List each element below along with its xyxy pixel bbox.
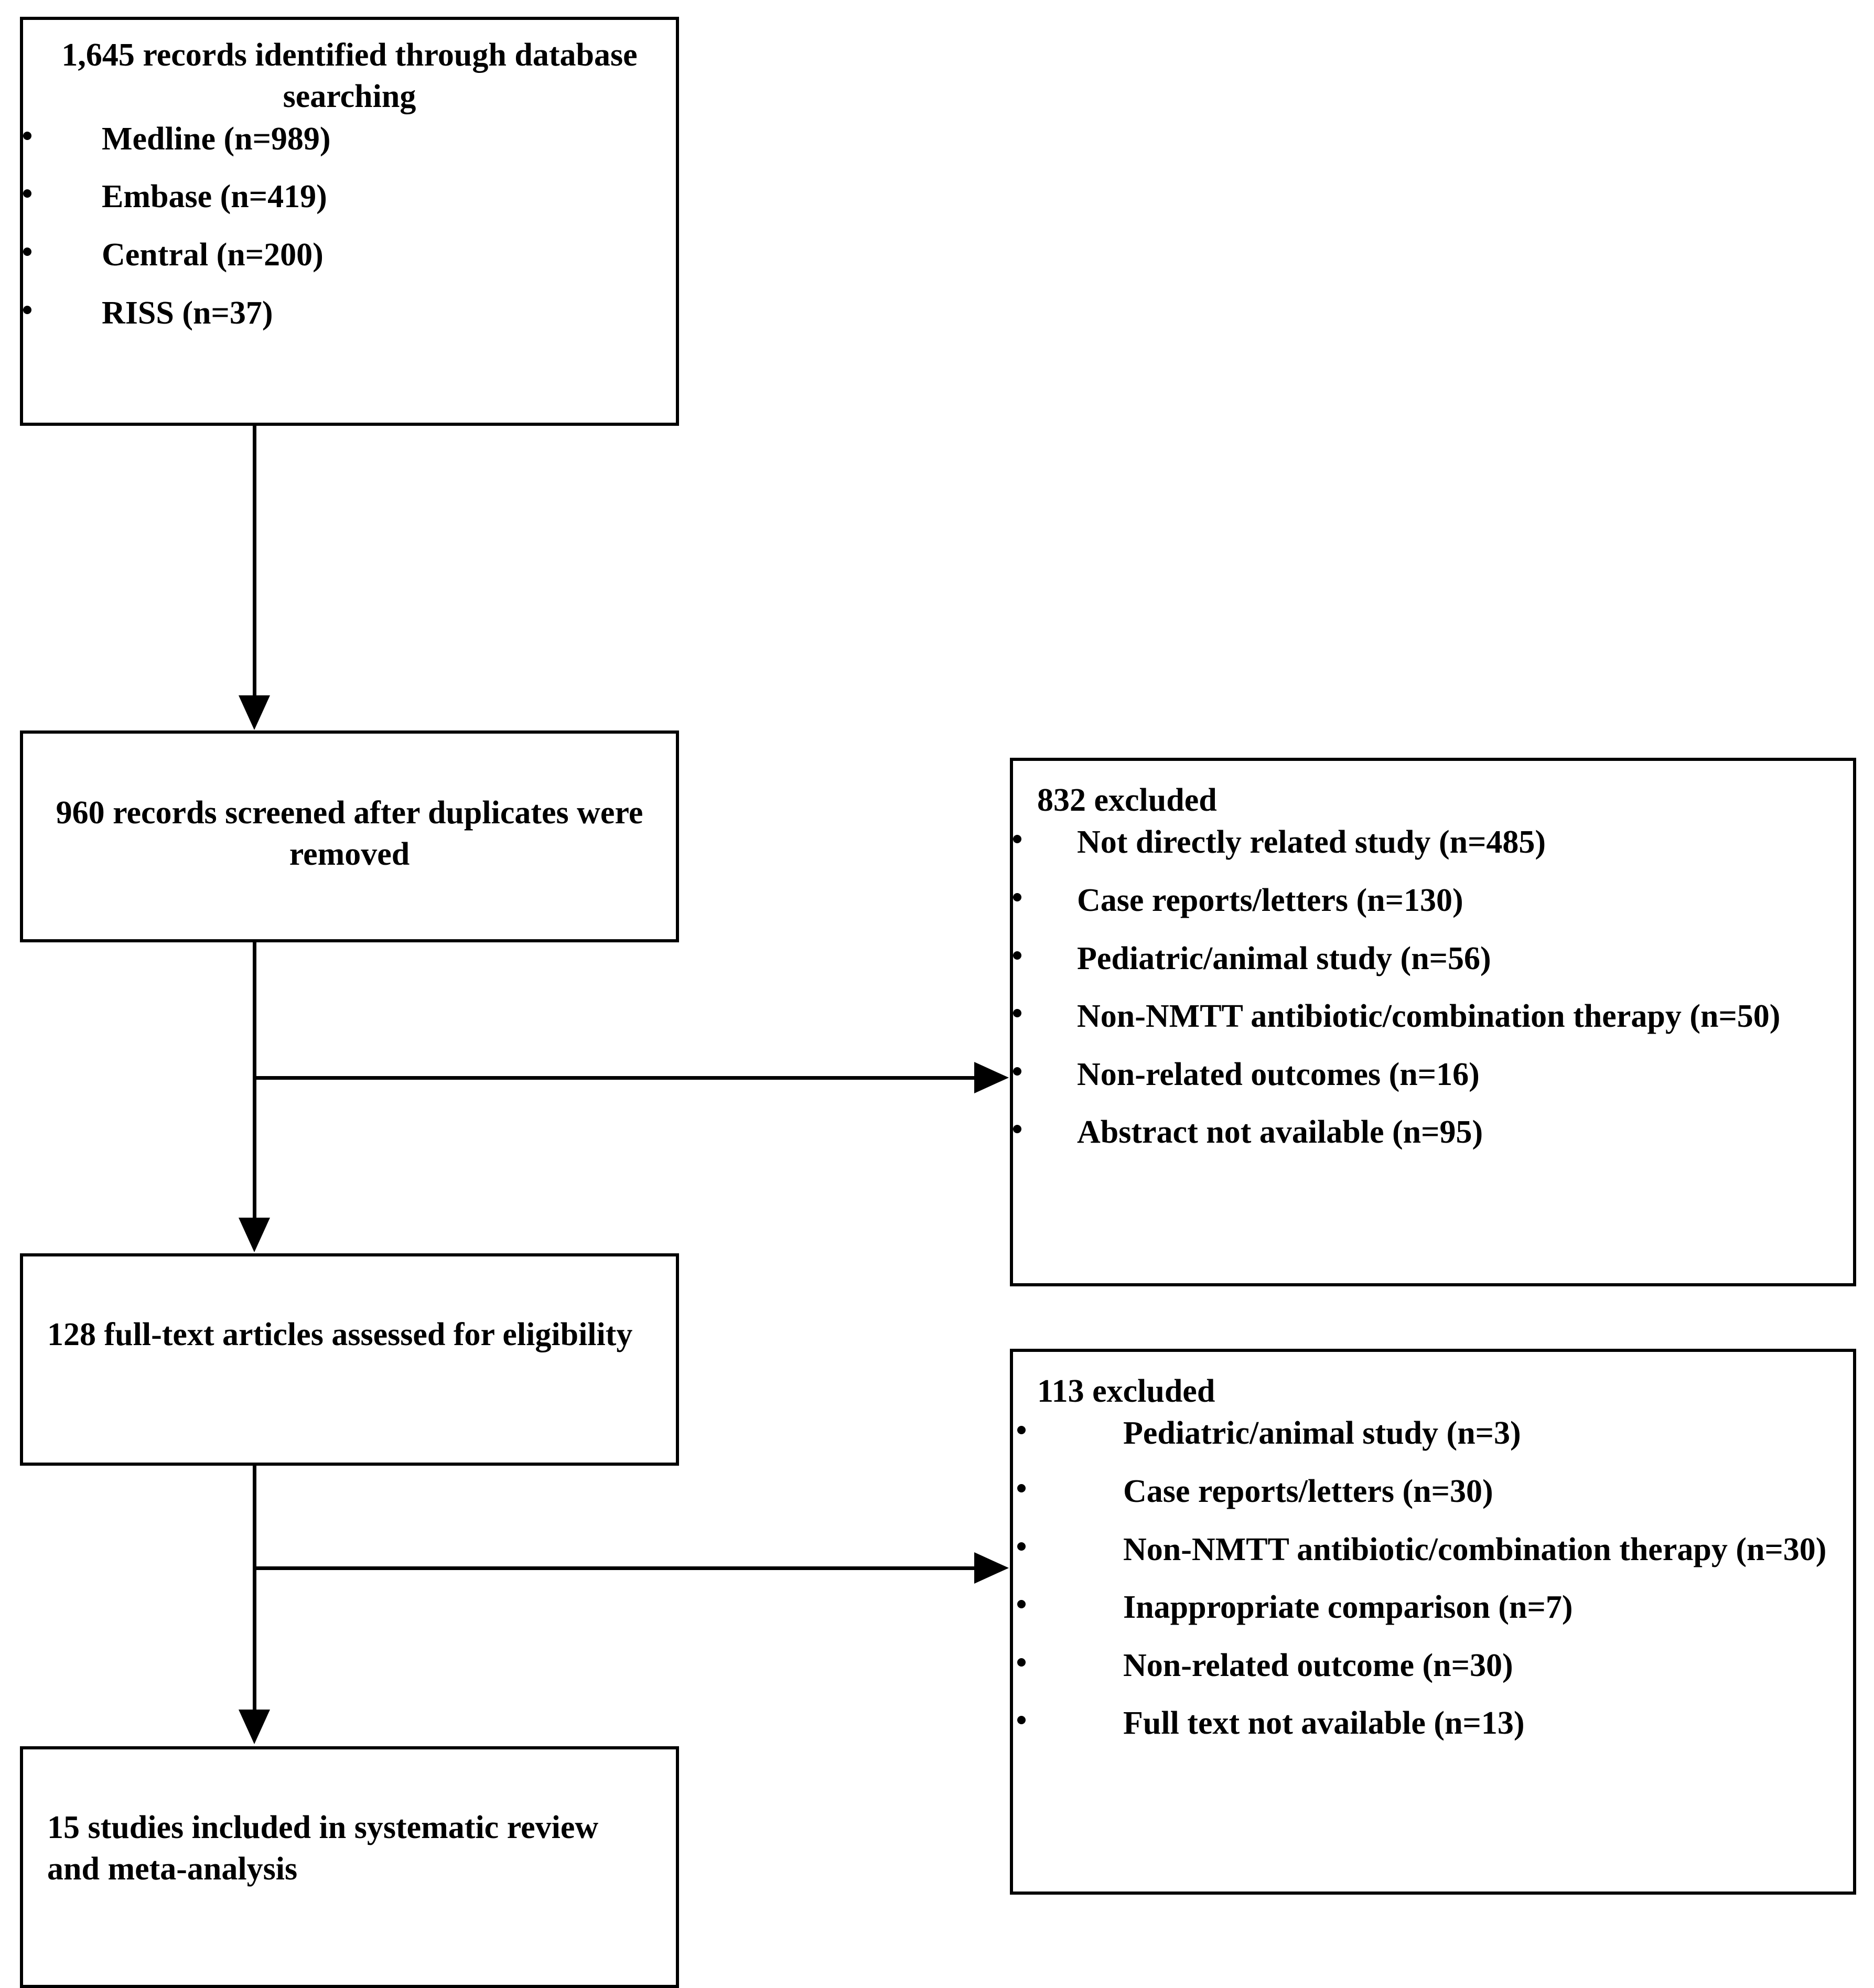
list-item: Not directly related study (n=485) bbox=[1013, 821, 1853, 864]
eligibility-box: 128 full-text articles assessed for elig… bbox=[20, 1253, 679, 1466]
list-item: Full text not available (n=13) bbox=[1013, 1702, 1853, 1745]
excluded-eligibility-title: 113 excluded bbox=[1037, 1373, 1215, 1409]
excluded-eligibility-reason-list: Pediatric/animal study (n=3) Case report… bbox=[1013, 1412, 1853, 1745]
connector-identification-to-screening bbox=[253, 426, 256, 699]
included-box: 15 studies included in systematic review… bbox=[20, 1746, 679, 1988]
reason-label: Non-related outcome (n=30) bbox=[1123, 1647, 1513, 1683]
reason-label: Not directly related study (n=485) bbox=[1077, 824, 1546, 861]
arrowhead-right-icon bbox=[974, 1552, 1009, 1584]
reason-label: Non-NMTT antibiotic/combination therapy … bbox=[1077, 998, 1781, 1035]
bullet-dot-icon bbox=[1013, 1125, 1021, 1134]
eligibility-title: 128 full-text articles assessed for elig… bbox=[47, 1317, 633, 1352]
excluded-screening-panel: 832 excluded Not directly related study … bbox=[1010, 758, 1856, 1286]
list-item: Non-NMTT antibiotic/combination therapy … bbox=[1013, 995, 1853, 1038]
bullet-dot-icon bbox=[1017, 1426, 1026, 1435]
list-item: RISS (n=37) bbox=[23, 292, 676, 335]
bullet-dot-icon bbox=[1017, 1484, 1026, 1492]
bullet-dot-icon bbox=[1017, 1542, 1026, 1551]
connector-eligibility-to-included bbox=[253, 1466, 256, 1712]
source-label: Medline (n=989) bbox=[102, 121, 331, 157]
source-label: RISS (n=37) bbox=[102, 295, 273, 331]
list-item: Abstract not available (n=95) bbox=[1013, 1111, 1853, 1154]
list-item: Embase (n=419) bbox=[23, 176, 676, 218]
bullet-dot-icon bbox=[23, 189, 31, 198]
identification-source-list: Medline (n=989) Embase (n=419) Central (… bbox=[23, 118, 676, 334]
bullet-dot-icon bbox=[23, 131, 31, 140]
bullet-dot-icon bbox=[1013, 1009, 1021, 1018]
list-item: Case reports/letters (n=130) bbox=[1013, 879, 1853, 922]
reason-label: Inappropriate comparison (n=7) bbox=[1123, 1589, 1573, 1626]
list-item: Non-related outcomes (n=16) bbox=[1013, 1054, 1853, 1096]
reason-label: Non-related outcomes (n=16) bbox=[1077, 1056, 1480, 1092]
excluded-screening-title: 832 excluded bbox=[1037, 782, 1217, 818]
bullet-dot-icon bbox=[1017, 1600, 1026, 1609]
connector-eligibility-to-excluded bbox=[254, 1566, 975, 1570]
list-item: Medline (n=989) bbox=[23, 118, 676, 160]
bullet-dot-icon bbox=[1017, 1658, 1026, 1667]
source-label: Central (n=200) bbox=[102, 237, 324, 273]
arrowhead-down-icon bbox=[239, 1710, 270, 1744]
source-label: Embase (n=419) bbox=[102, 179, 327, 215]
excluded-eligibility-panel: 113 excluded Pediatric/animal study (n=3… bbox=[1010, 1349, 1856, 1895]
bullet-dot-icon bbox=[1017, 1716, 1026, 1725]
bullet-dot-icon bbox=[1013, 835, 1021, 844]
bullet-dot-icon bbox=[1013, 951, 1021, 960]
list-item: Central (n=200) bbox=[23, 234, 676, 276]
connector-screening-to-eligibility bbox=[253, 942, 256, 1220]
screening-box: 960 records screened after duplicates we… bbox=[20, 730, 679, 942]
identification-title: 1,645 records identified through databas… bbox=[61, 37, 638, 115]
identification-box: 1,645 records identified through databas… bbox=[20, 17, 679, 426]
reason-label: Pediatric/animal study (n=56) bbox=[1077, 940, 1491, 976]
arrowhead-down-icon bbox=[239, 695, 270, 730]
excluded-screening-reason-list: Not directly related study (n=485) Case … bbox=[1013, 821, 1853, 1154]
list-item: Non-NMTT antibiotic/combination therapy … bbox=[1013, 1529, 1853, 1571]
reason-label: Non-NMTT antibiotic/combination therapy … bbox=[1123, 1531, 1827, 1567]
reason-label: Full text not available (n=13) bbox=[1123, 1705, 1525, 1742]
bullet-dot-icon bbox=[23, 247, 31, 256]
reason-label: Case reports/letters (n=30) bbox=[1123, 1473, 1493, 1509]
included-title: 15 studies included in systematic review… bbox=[47, 1810, 599, 1887]
screening-title: 960 records screened after duplicates we… bbox=[56, 795, 643, 873]
reason-label: Abstract not available (n=95) bbox=[1077, 1114, 1483, 1151]
list-item: Inappropriate comparison (n=7) bbox=[1013, 1586, 1853, 1629]
bullet-dot-icon bbox=[1013, 893, 1021, 901]
list-item: Case reports/letters (n=30) bbox=[1013, 1470, 1853, 1513]
list-item: Pediatric/animal study (n=56) bbox=[1013, 938, 1853, 980]
list-item: Non-related outcome (n=30) bbox=[1013, 1645, 1853, 1687]
arrowhead-down-icon bbox=[239, 1218, 270, 1252]
bullet-dot-icon bbox=[23, 305, 31, 314]
bullet-dot-icon bbox=[1013, 1067, 1021, 1076]
list-item: Pediatric/animal study (n=3) bbox=[1013, 1412, 1853, 1455]
reason-label: Pediatric/animal study (n=3) bbox=[1123, 1415, 1521, 1452]
reason-label: Case reports/letters (n=130) bbox=[1077, 882, 1463, 918]
connector-screening-to-excluded bbox=[254, 1076, 975, 1080]
arrowhead-right-icon bbox=[974, 1062, 1009, 1093]
